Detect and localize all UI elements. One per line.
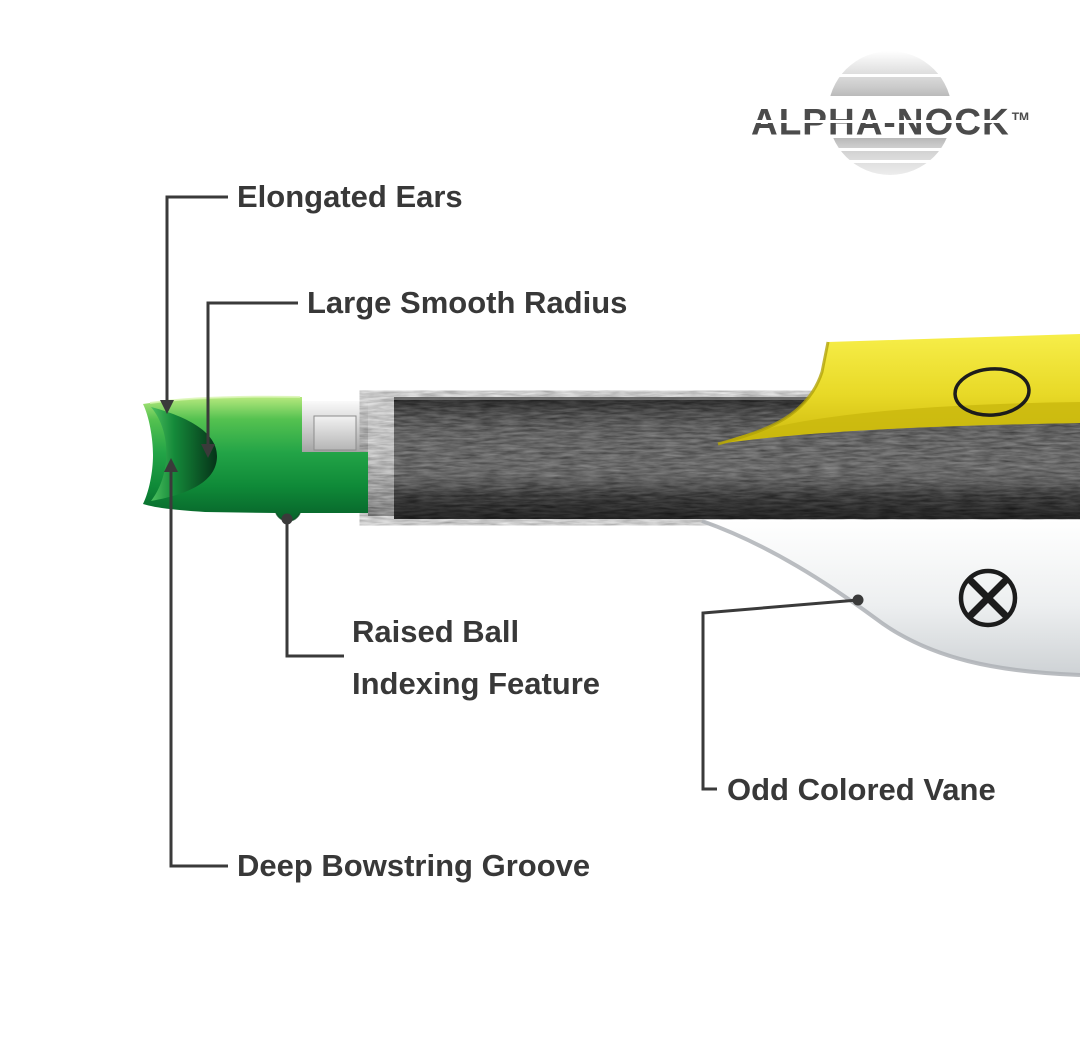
callout-dot-raised-ball: [281, 513, 293, 525]
callout-arrow-large-smooth-radius: [201, 444, 215, 458]
callout-line-raised-ball: [285, 519, 344, 658]
label-raised-ball-line2: Indexing Feature: [352, 666, 601, 701]
callout-arrow-deep-bowstring-groove: [164, 458, 178, 472]
label-deep-bowstring-groove: Deep Bowstring Groove: [237, 848, 591, 883]
white-vane: [701, 519, 1080, 677]
ellipse-mark: [953, 367, 1031, 417]
label-elongated-ears: Elongated Ears: [237, 179, 463, 214]
label-large-smooth-radius: Large Smooth Radius: [307, 285, 628, 320]
yellow-vane: [717, 334, 1080, 446]
x-circle-mark: [958, 568, 1018, 628]
callout-line-large-smooth-radius: [206, 301, 298, 444]
callout-line-odd-colored-vane: [701, 598, 859, 791]
nock-body: [143, 395, 368, 522]
bowstring-groove: [151, 407, 217, 501]
label-raised-ball-line1: Raised Ball: [352, 614, 520, 649]
callout-lines: [165, 195, 859, 868]
logo-stencil-slit: [742, 120, 1038, 123]
callout-line-elongated-ears: [165, 195, 228, 400]
label-odd-colored-vane: Odd Colored Vane: [727, 772, 996, 807]
callout-markers: [160, 400, 864, 606]
callout-dot-odd-colored-vane: [852, 594, 864, 606]
shaft-collar-band: [368, 398, 396, 516]
callout-line-deep-bowstring-groove: [169, 472, 228, 868]
callout-arrow-elongated-ears: [160, 400, 174, 414]
logo-sphere-icon: [818, 51, 962, 175]
